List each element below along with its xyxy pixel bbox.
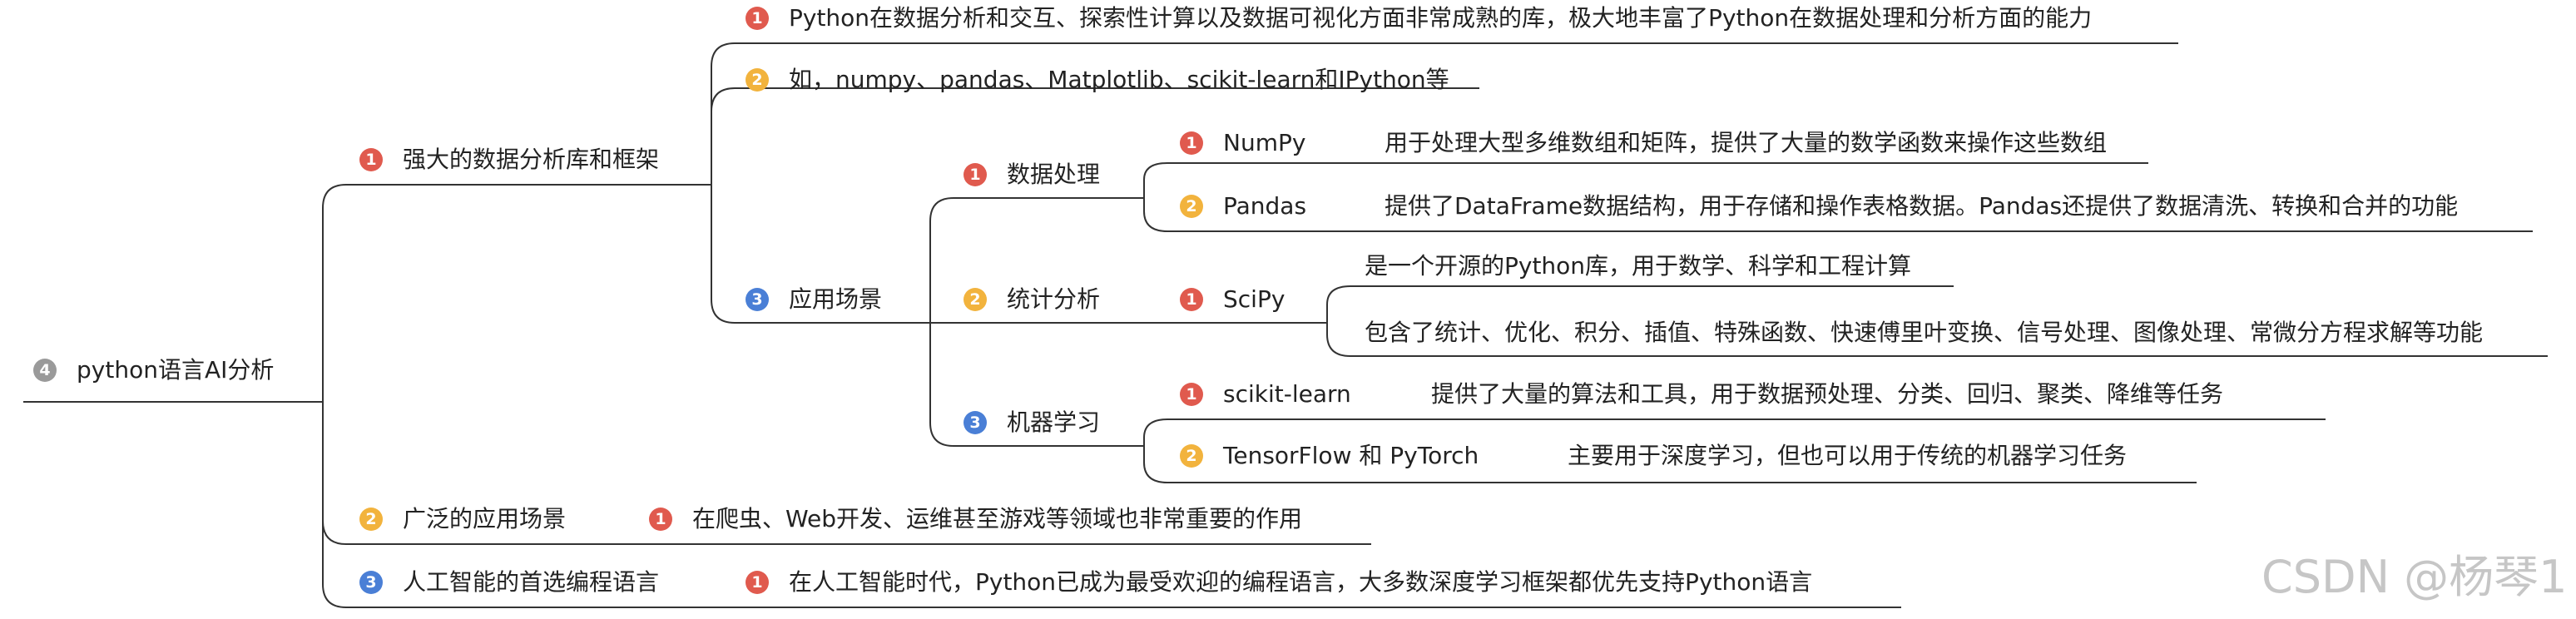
branch1-topic[interactable]: 强大的数据分析库和框架 bbox=[403, 146, 660, 173]
branch2-badge: 2 bbox=[359, 508, 383, 531]
connector-scenario-subs bbox=[929, 197, 954, 447]
b3c1-badge: 1 bbox=[746, 571, 769, 594]
sub-stats-topic[interactable]: 统计分析 bbox=[1007, 285, 1101, 313]
scipy-detail1[interactable]: 是一个开源的Python库，用于数学、科学和工程计算 bbox=[1365, 252, 1912, 280]
sklearn-desc: 提供了大量的算法和工具，用于数据预处理、分类、回归、聚类、降维等任务 bbox=[1431, 380, 2224, 408]
connector-branch1-children bbox=[711, 42, 736, 324]
pandas-desc: 提供了DataFrame数据结构，用于存储和操作表格数据。Pandas还提供了数… bbox=[1385, 192, 2459, 220]
b1c1-topic[interactable]: Python在数据分析和交互、探索性计算以及数据可视化方面非常成熟的库，极大地丰… bbox=[789, 4, 2093, 32]
sub-ml-topic[interactable]: 机器学习 bbox=[1007, 409, 1101, 436]
branch1-badge: 1 bbox=[359, 148, 383, 171]
branch2-topic[interactable]: 广泛的应用场景 bbox=[403, 505, 567, 532]
b2c1-badge: 1 bbox=[649, 508, 672, 531]
b1c2-badge: 2 bbox=[746, 68, 769, 92]
branch3-badge: 3 bbox=[359, 571, 383, 594]
numpy-name[interactable]: NumPy bbox=[1223, 129, 1306, 156]
scipy-name[interactable]: SciPy bbox=[1223, 285, 1286, 313]
tf-desc: 主要用于深度学习，但也可以用于传统的机器学习任务 bbox=[1568, 442, 2128, 469]
connector-ml-libs bbox=[1143, 418, 1168, 483]
numpy-desc: 用于处理大型多维数组和矩阵，提供了大量的数学函数来操作这些数组 bbox=[1385, 129, 2108, 156]
connector-scipy-details bbox=[1326, 285, 1351, 357]
sub-data-badge: 1 bbox=[964, 163, 987, 186]
sub-stats-badge: 2 bbox=[964, 288, 987, 311]
pandas-name[interactable]: Pandas bbox=[1223, 192, 1307, 220]
connector-data-libs bbox=[1143, 162, 1168, 232]
sub-data-topic[interactable]: 数据处理 bbox=[1007, 161, 1101, 188]
sklearn-badge: 1 bbox=[1180, 383, 1203, 406]
scipy-badge: 1 bbox=[1180, 288, 1203, 311]
tf-name[interactable]: TensorFlow 和 PyTorch bbox=[1223, 442, 1479, 469]
numpy-badge: 1 bbox=[1180, 131, 1203, 155]
b1c2-topic[interactable]: 如，numpy、pandas、Matplotlib、scikit-learn和I… bbox=[789, 66, 1449, 93]
connector-root-branches bbox=[322, 184, 347, 608]
scenario-badge: 3 bbox=[746, 288, 769, 311]
b3c1-topic[interactable]: 在人工智能时代，Python已成为最受欢迎的编程语言，大多数深度学习框架都优先支… bbox=[789, 568, 1813, 596]
pandas-badge: 2 bbox=[1180, 195, 1203, 218]
b1c1-badge: 1 bbox=[746, 7, 769, 30]
branch3-topic[interactable]: 人工智能的首选编程语言 bbox=[403, 568, 660, 596]
root-badge: 4 bbox=[33, 359, 57, 382]
b2c1-topic[interactable]: 在爬虫、Web开发、运维甚至游戏等领域也非常重要的作用 bbox=[692, 505, 1303, 532]
sklearn-name[interactable]: scikit-learn bbox=[1223, 380, 1351, 408]
root-topic[interactable]: python语言AI分析 bbox=[77, 356, 275, 384]
tf-badge: 2 bbox=[1180, 444, 1203, 468]
watermark: CSDN @杨琴1 bbox=[2261, 551, 2568, 603]
scipy-detail2[interactable]: 包含了统计、优化、积分、插值、特殊函数、快速傅里叶变换、信号处理、图像处理、常微… bbox=[1365, 319, 2484, 346]
scenario-topic[interactable]: 应用场景 bbox=[789, 285, 883, 313]
sub-ml-badge: 3 bbox=[964, 411, 987, 434]
